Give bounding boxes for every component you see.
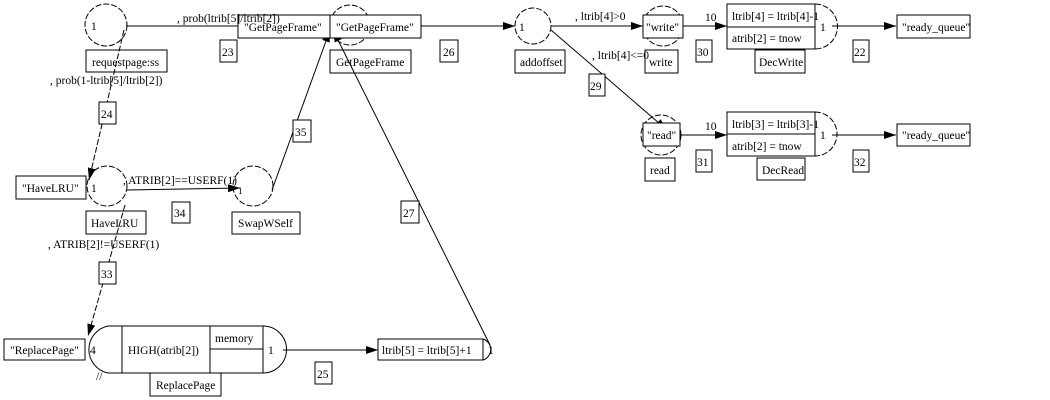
edge-35[interactable] bbox=[271, 29, 331, 191]
edge-ids: 23 24 26 30 22 29 31 32 35 34 27 33 25 bbox=[98, 39, 870, 385]
edge-id-22: 22 bbox=[852, 39, 870, 63]
svg-text:27: 27 bbox=[403, 208, 415, 220]
node-value: 1 bbox=[91, 21, 97, 33]
condition-29: , ltrib[4]<=0 bbox=[592, 50, 649, 62]
edge-id-26: 26 bbox=[439, 39, 459, 63]
assignment-2: atrib[2] = tnow bbox=[732, 33, 802, 45]
edge-id-24: 24 bbox=[98, 101, 117, 125]
node-decwrite[interactable]: ltrib[4] = ltrib[4]-1 atrib[2] = tnow 1 … bbox=[726, 3, 838, 74]
attribute-right: "GetPageFrame" bbox=[336, 22, 414, 34]
resource: memory bbox=[215, 333, 254, 345]
svg-text:29: 29 bbox=[590, 81, 602, 93]
node-havelru[interactable]: "HaveLRU" 1 HaveLRU bbox=[15, 165, 147, 235]
svg-text:24: 24 bbox=[101, 109, 113, 121]
svg-text:30: 30 bbox=[697, 47, 709, 59]
node-label: GetPageFrame bbox=[336, 57, 404, 69]
edge-id-35: 35 bbox=[292, 119, 312, 143]
node-label: read bbox=[650, 165, 670, 177]
edge-id-23: 23 bbox=[219, 39, 238, 63]
edge-id-25: 25 bbox=[314, 361, 333, 385]
attribute: "write" bbox=[646, 22, 679, 34]
edge-id-32: 32 bbox=[852, 149, 870, 173]
node-addoffset[interactable]: 1 addoffset bbox=[514, 7, 566, 74]
svg-text:31: 31 bbox=[697, 157, 709, 169]
edge-id-27: 27 bbox=[400, 200, 420, 224]
node-read[interactable]: "read" read bbox=[640, 114, 682, 182]
svg-text:33: 33 bbox=[101, 269, 113, 281]
node-ready-queue-2[interactable]: "ready_queue" bbox=[896, 123, 971, 147]
condition-34: , ATRIB[2]==USERF(1) bbox=[123, 175, 237, 187]
node-value: 1 bbox=[268, 345, 274, 357]
attribute: "ReplacePage" bbox=[10, 345, 79, 357]
node-label: DecWrite bbox=[759, 57, 803, 69]
capacity: 4 bbox=[90, 345, 96, 357]
node-value: 1 bbox=[820, 22, 826, 34]
assignment-1: ltrib[5] = ltrib[5]+1 bbox=[382, 345, 472, 357]
assignment-1: ltrib[4] = ltrib[4]-1 bbox=[732, 11, 819, 23]
svg-text:22: 22 bbox=[854, 47, 866, 59]
node-value: 1 bbox=[238, 186, 243, 196]
svg-text:23: 23 bbox=[222, 47, 234, 59]
node-getpageframe[interactable]: "GetPageFrame" "GetPageFrame" GetPageFra… bbox=[237, 4, 422, 74]
attribute: "read" bbox=[647, 130, 676, 142]
attribute-left: "GetPageFrame" bbox=[244, 22, 322, 34]
edge-labels: , prob(ltrib[5]/ltrib[2]) , prob(1-ltrib… bbox=[48, 11, 717, 251]
condition-24: , prob(1-ltrib[5]/ltrib[2]) bbox=[50, 75, 163, 87]
node-decread[interactable]: ltrib[3] = ltrib[3]-1 atrib[2] = tnow 1 … bbox=[726, 111, 838, 181]
svg-text:35: 35 bbox=[295, 127, 307, 139]
node-label: ReplacePage bbox=[156, 380, 215, 392]
svg-text:34: 34 bbox=[174, 208, 186, 220]
node-increment[interactable]: ltrib[5] = ltrib[5]+1 1 bbox=[377, 338, 494, 361]
node-label: HaveLRU bbox=[91, 218, 139, 230]
duration-31: 10 bbox=[705, 121, 717, 133]
duration-30: 10 bbox=[705, 12, 717, 24]
edge-29[interactable] bbox=[550, 29, 668, 131]
priority: HIGH(atrib[2]) bbox=[128, 345, 199, 357]
edge-id-30: 30 bbox=[695, 39, 713, 63]
edges bbox=[87, 22, 896, 354]
svg-text:26: 26 bbox=[443, 47, 455, 59]
edge-id-33: 33 bbox=[98, 261, 117, 285]
node-write[interactable]: "write" write bbox=[642, 5, 684, 74]
edge-27[interactable] bbox=[332, 29, 491, 346]
node-ready-queue-1[interactable]: "ready_queue" bbox=[896, 14, 971, 39]
balk-mark: // bbox=[96, 371, 103, 383]
node-value: 1 bbox=[519, 22, 525, 34]
attribute: "HaveLRU" bbox=[22, 183, 79, 195]
svg-text:25: 25 bbox=[317, 369, 329, 381]
node-value: 1 bbox=[820, 130, 826, 142]
edge-id-34: 34 bbox=[171, 201, 191, 224]
node-label: requestpage:ss bbox=[92, 57, 160, 69]
node-text: "ready_queue" bbox=[902, 130, 970, 142]
node-label: addoffset bbox=[520, 57, 563, 69]
node-requestpage[interactable]: 1 requestpage:ss bbox=[84, 3, 168, 73]
condition-33: , ATRIB[2]!=USERF(1) bbox=[48, 239, 159, 251]
node-label: DecRead bbox=[762, 165, 804, 177]
node-label: SwapWSelf bbox=[238, 218, 293, 230]
condition-30: , ltrib[4]>0 bbox=[575, 11, 626, 23]
condition-23: , prob(ltrib[5]/ltrib[2]) bbox=[177, 13, 280, 25]
edge-id-31: 31 bbox=[695, 149, 713, 173]
assignment-2: atrib[2] = tnow bbox=[732, 141, 802, 153]
node-value: 1 bbox=[488, 345, 494, 357]
node-replacepage[interactable]: "ReplacePage" 4 HIGH(atrib[2]) memory 1 … bbox=[3, 325, 287, 397]
node-value: 1 bbox=[91, 183, 97, 195]
edge-34[interactable] bbox=[126, 184, 241, 193]
node-swapwself[interactable]: 1 SwapWSelf bbox=[231, 165, 301, 235]
svg-text:32: 32 bbox=[854, 157, 866, 169]
node-text: "ready_queue" bbox=[902, 22, 970, 34]
node-label: write bbox=[649, 57, 673, 69]
assignment-1: ltrib[3] = ltrib[3]-1 bbox=[732, 119, 819, 131]
edge-id-29: 29 bbox=[588, 73, 606, 97]
